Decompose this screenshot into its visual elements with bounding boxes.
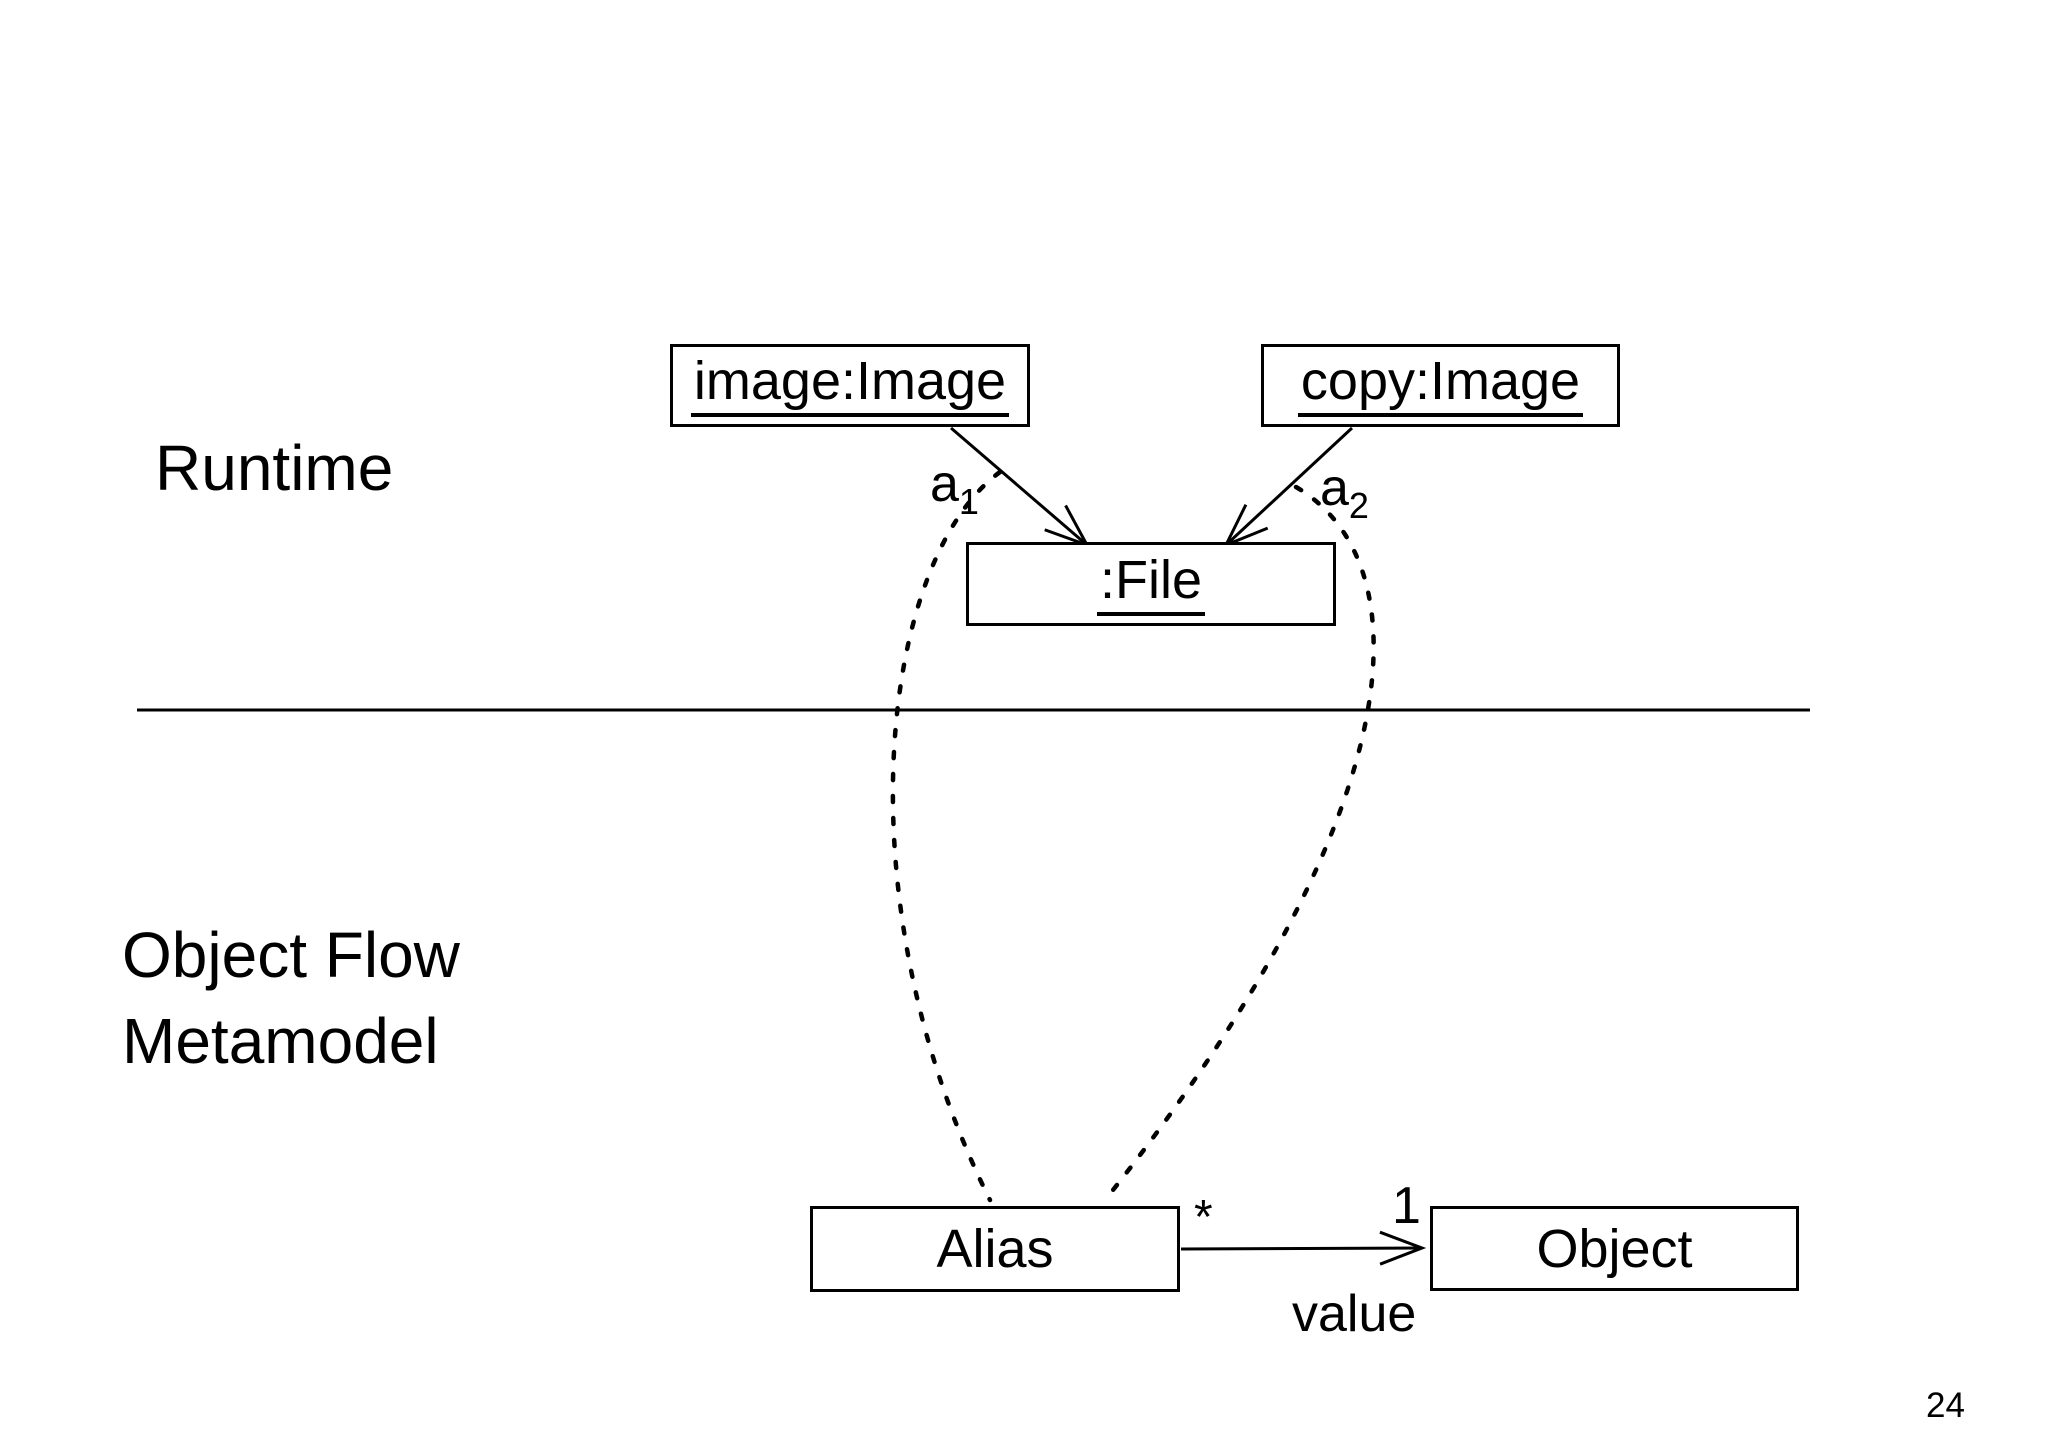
association-source-multiplicity-text: * [1194,1191,1213,1244]
association-source-multiplicity: * [1194,1194,1213,1242]
instance-box-image: image:Image [670,344,1030,427]
link-label-a1: a1 [930,455,979,520]
arrow-copy-to-file [1222,426,1354,548]
instance-box-copy-label: copy:Image [1297,354,1584,417]
link-label-a2: a2 [1320,459,1369,524]
instance-box-file-label: :File [1096,553,1205,616]
page-number-text: 24 [1926,1386,1965,1425]
association-target-multiplicity: 1 [1392,1180,1421,1232]
runtime-section-label: Runtime [155,425,393,511]
page-number: 24 [1926,1388,1965,1423]
link-label-a1-sub: 1 [958,481,979,522]
association-target-multiplicity-text: 1 [1392,1177,1421,1235]
instance-box-copy: copy:Image [1261,344,1620,427]
class-box-object: Object [1430,1206,1799,1291]
metamodel-section-label: Object Flow Metamodel [122,912,460,1084]
instance-box-image-label: image:Image [690,354,1010,417]
link-label-a2-sub: 2 [1348,485,1369,526]
link-label-a2-base: a [1320,459,1349,517]
metamodel-section-label-line2: Metamodel [122,1005,439,1077]
runtime-section-label-text: Runtime [155,432,394,504]
association-name-text: value [1292,1285,1417,1343]
arrow-image-to-file [950,426,1091,548]
class-box-object-label: Object [1536,1218,1693,1279]
class-box-alias-label: Alias [936,1219,1054,1279]
link-label-a1-base: a [930,455,959,513]
instance-box-file: :File [966,542,1336,626]
dashed-link-a1-to-alias [890,469,1003,1203]
metamodel-section-label-line1: Object Flow [122,919,460,991]
class-box-alias: Alias [810,1206,1180,1292]
association-name: value [1292,1288,1416,1340]
association-arrow-alias-to-object [1180,1230,1427,1266]
